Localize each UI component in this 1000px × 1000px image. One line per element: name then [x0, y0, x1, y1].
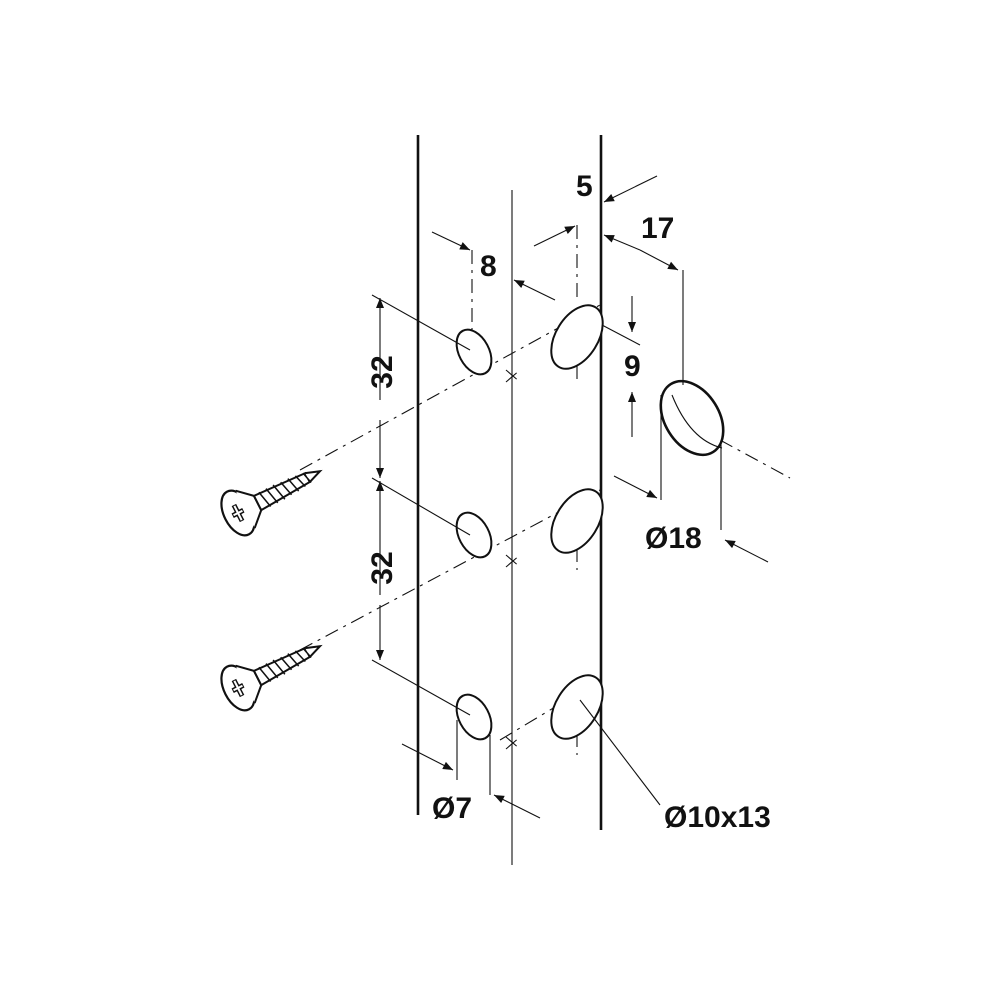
label-cap-offset: 17	[641, 212, 674, 245]
dimension-8	[431, 231, 556, 301]
dimension-cap-diameter	[613, 395, 769, 563]
screw-icon	[220, 644, 323, 712]
small-hole-bottom	[455, 693, 493, 741]
slot-hole-middle	[550, 488, 604, 554]
slot-holes	[550, 304, 661, 806]
panel-edges	[416, 135, 603, 865]
small-holes	[455, 328, 493, 741]
slot-hole-bottom	[550, 674, 604, 740]
label-panel-offset: 5	[576, 170, 593, 203]
label-cap-height: 9	[624, 350, 641, 383]
label-slot-hole: Ø10x13	[664, 801, 771, 834]
dimension-5	[533, 175, 658, 247]
centre-lines	[299, 225, 791, 755]
spacing-dimensions	[371, 294, 471, 716]
label-small-hole: Ø7	[432, 792, 472, 825]
label-spacing-bottom: 32	[366, 551, 399, 584]
slot-hole-top	[550, 304, 604, 370]
dimension-small-hole	[401, 720, 541, 819]
dimension-17	[603, 234, 684, 385]
screw-icon	[220, 469, 323, 537]
small-hole-top	[455, 328, 493, 376]
label-bore-distance: 8	[480, 250, 497, 283]
cover-cap-icon	[659, 379, 725, 457]
label-cap-diameter: Ø18	[645, 522, 702, 555]
small-hole-middle	[455, 511, 493, 559]
label-spacing-top: 32	[366, 355, 399, 388]
dimension-9	[601, 296, 641, 437]
